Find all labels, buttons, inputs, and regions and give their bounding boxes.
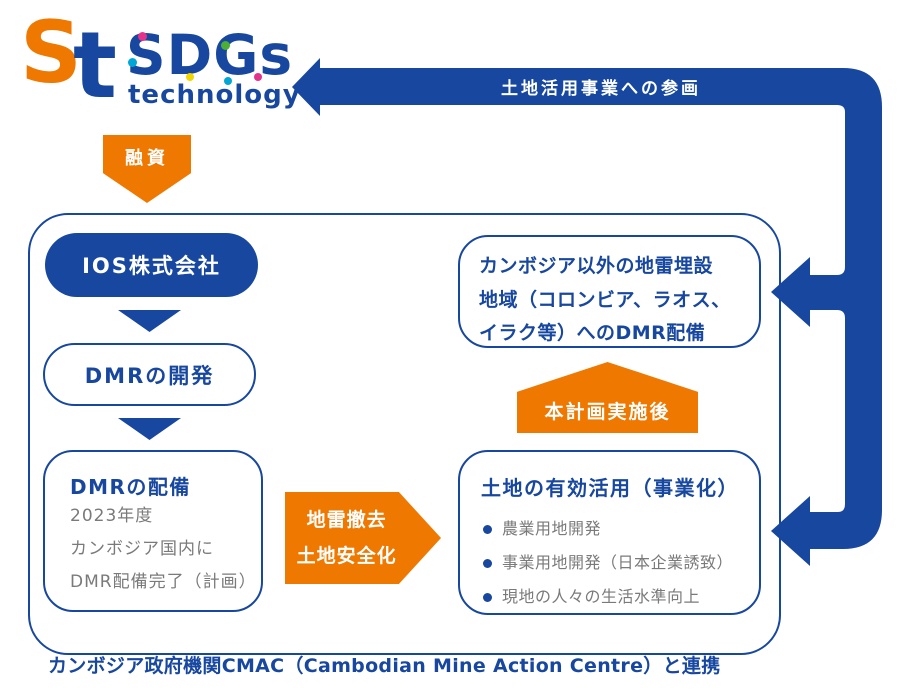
land-use-box: 土地の有効活用（事業化） 農業用地開発 事業用地開発（日本企業誘致） 現地の人々… bbox=[458, 450, 761, 615]
overseas-line: イラク等）へのDMR配備 bbox=[479, 322, 706, 344]
overseas-line: 地域（コロンビア、ラオス、 bbox=[479, 288, 731, 311]
dmr-development-label: DMRの開発 bbox=[84, 363, 215, 388]
logo-accent-dot bbox=[224, 77, 232, 85]
bullet-dot-icon bbox=[483, 558, 492, 568]
land-use-bullet-list: 農業用地開発 事業用地開発（日本企業誘致） 現地の人々の生活水準向上 bbox=[481, 512, 759, 614]
bullet-text: 事業用地開発（日本企業誘致） bbox=[502, 553, 734, 572]
logo-brand-sub: technology bbox=[128, 80, 301, 110]
logo-letter-s: S bbox=[20, 3, 82, 103]
bullet-dot-icon bbox=[483, 524, 492, 534]
overseas-deployment-box: カンボジア以外の地雷埋設 地域（コロンビア、ラオス、 イラク等）へのDMR配備 bbox=[458, 235, 761, 348]
dmr-deployment-line: 2023年度 bbox=[70, 506, 154, 526]
list-item: 農業用地開発 bbox=[481, 512, 759, 546]
financing-arrow: 融資 bbox=[103, 135, 191, 203]
bullet-text: 現地の人々の生活水準向上 bbox=[502, 587, 701, 606]
logo-accent-dot bbox=[128, 58, 137, 67]
ios-company-box: IOS株式会社 bbox=[45, 233, 258, 297]
logo-brand-name: SDGs bbox=[126, 23, 294, 87]
logo-accent-dot bbox=[254, 73, 262, 81]
bullet-text: 農業用地開発 bbox=[502, 519, 602, 538]
mine-removal-label-line1: 地雷撤去 bbox=[306, 509, 387, 531]
financing-arrow-label: 融資 bbox=[125, 148, 169, 169]
logo-accent-dot bbox=[186, 73, 194, 81]
list-item: 現地の人々の生活水準向上 bbox=[481, 580, 759, 614]
dmr-deployment-box: DMRの配備 2023年度 カンボジア国内に DMR配備完了（計画） bbox=[43, 450, 263, 612]
logo-accent-dot bbox=[138, 32, 147, 41]
after-plan-label: 本計画実施後 bbox=[544, 401, 671, 423]
dmr-deployment-line: DMR配備完了（計画） bbox=[70, 572, 257, 592]
dmr-development-box: DMRの開発 bbox=[43, 343, 256, 406]
ios-company-label: IOS株式会社 bbox=[82, 254, 221, 278]
bullet-dot-icon bbox=[483, 592, 492, 602]
sdgs-technology-logo: S t SDGs technology bbox=[18, 3, 301, 121]
logo-accent-dot bbox=[221, 41, 230, 50]
dmr-deployment-title: DMRの配備 bbox=[70, 475, 191, 499]
dmr-deployment-line: カンボジア国内に bbox=[70, 539, 214, 559]
land-use-title: 土地の有効活用（事業化） bbox=[481, 476, 739, 500]
list-item: 事業用地開発（日本企業誘致） bbox=[481, 546, 759, 580]
footer-note: カンボジア政府機関CMAC（Cambodian Mine Action Cent… bbox=[48, 655, 721, 677]
logo-letter-t: t bbox=[73, 12, 117, 119]
mine-removal-label-line2: 土地安全化 bbox=[296, 545, 397, 567]
top-arrow-label: 土地活用事業への参画 bbox=[501, 79, 701, 99]
overseas-line: カンボジア以外の地雷埋設 bbox=[479, 255, 714, 277]
